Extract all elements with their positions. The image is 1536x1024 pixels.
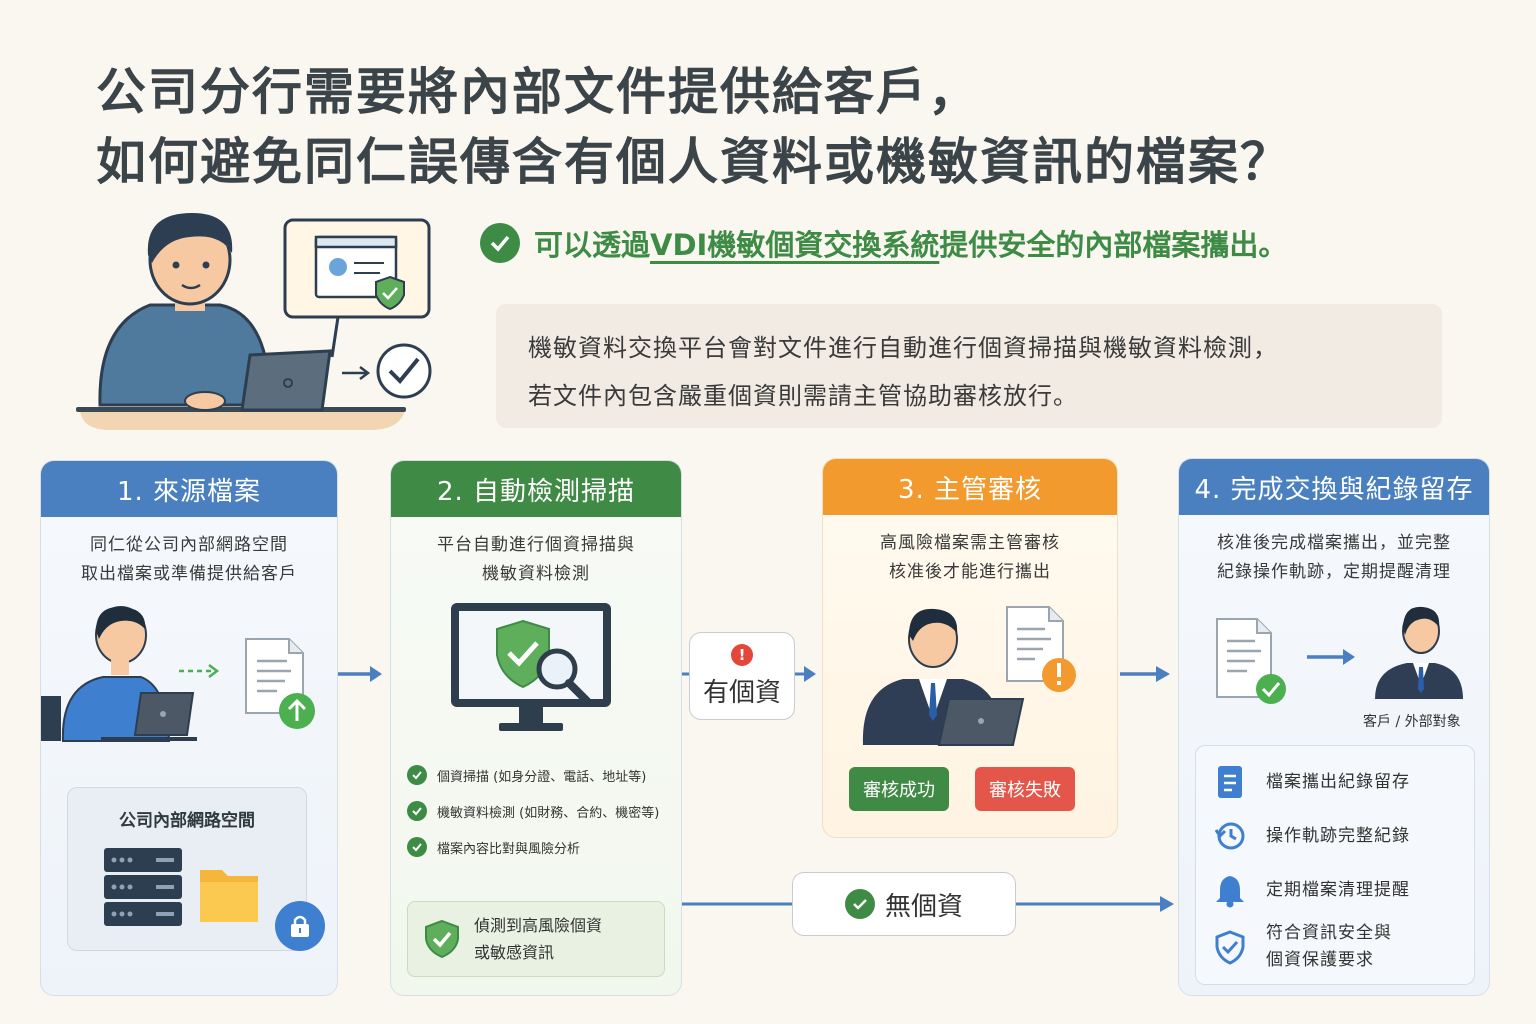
person-laptop-illustration: [76, 213, 432, 430]
record-label-line-2: 個資保護要求: [1266, 950, 1374, 970]
file-to-client-illustration: [1216, 606, 1463, 704]
step-3-desc-line-2: 核准後才能進行攜出: [889, 562, 1051, 582]
page-title-line-1: 公司分行需要將內部文件提供給客戶，: [96, 63, 980, 121]
server-folder-lock-icon: [104, 848, 258, 926]
has-pii-text: 有個資: [702, 677, 781, 708]
step-card-auto-scan: 2. 自動檢測掃描 平台自動進行個資掃描與 機敏資料檢測 個資掃描 (如身分證、…: [390, 460, 682, 996]
approve-fail-button[interactable]: 審核失敗: [975, 767, 1075, 811]
internal-network-box: 公司內部網路空間: [67, 787, 307, 951]
answer-suffix: 提供安全的內部檔案攜出。: [939, 228, 1288, 262]
approve-success-button[interactable]: 審核成功: [849, 767, 949, 811]
history-icon: [1214, 822, 1245, 850]
check-item-label: 機敏資料檢測 (如財務、合約、機密等): [437, 805, 660, 821]
step-1-description: 同仁從公司內部網路空間 取出檔案或準備提供給客戶: [41, 531, 337, 589]
answer-system-name: VDI機敏個資交換系統: [650, 228, 940, 262]
record-label: 檔案攜出紀錄留存: [1266, 771, 1410, 792]
manager-review-illustration: [862, 606, 1076, 746]
scan-check-list: 個資掃描 (如身分證、電話、地址等) 機敏資料檢測 (如財務、合約、機密等) 檔…: [407, 757, 659, 865]
has-pii-branch-label: ! 有個資: [689, 632, 795, 720]
check-item-label: 檔案內容比對與風險分析: [437, 841, 581, 857]
record-item: 符合資訊安全與 個資保護要求: [1214, 920, 1392, 974]
employee-upload-illustration: [41, 606, 315, 742]
step-4-title: 4. 完成交換與紀錄留存: [1179, 459, 1489, 515]
connector-line: [682, 666, 816, 682]
step-3-description: 高風險檔案需主管審核 核准後才能進行攜出: [823, 529, 1117, 587]
shield-check-icon: [1215, 930, 1245, 965]
step-4-desc-line-1: 核准後完成檔案攜出，並完整: [1217, 533, 1451, 553]
record-item: 檔案攜出紀錄留存: [1214, 764, 1410, 800]
step-2-description: 平台自動進行個資掃描與 機敏資料檢測: [391, 531, 681, 589]
step-2-desc-line-1: 平台自動進行個資掃描與: [437, 535, 635, 555]
step-card-source: 1. 來源檔案 同仁從公司內部網路空間 取出檔案或準備提供給客戶 公司內部網路空…: [40, 460, 338, 996]
check-circle-icon: [407, 765, 427, 785]
arrow-right-icon: [338, 666, 382, 682]
record-item: 定期檔案清理提醒: [1214, 872, 1410, 908]
risk-line-1: 偵測到高風險個資: [474, 916, 603, 935]
step-3-desc-line-1: 高風險檔案需主管審核: [880, 533, 1060, 553]
check-circle-icon: [407, 837, 427, 857]
step-3-title: 3. 主管審核: [823, 459, 1117, 515]
step-2-title: 2. 自動檢測掃描: [391, 461, 681, 517]
record-label: 定期檔案清理提醒: [1266, 879, 1410, 900]
check-item: 檔案內容比對與風險分析: [407, 829, 659, 865]
high-risk-detected-box: 偵測到高風險個資 或敏感資訊: [407, 901, 665, 977]
step-1-desc-line-1: 同仁從公司內部網路空間: [90, 535, 288, 555]
arrow-right-icon: [1120, 666, 1170, 682]
description-box: 機敏資料交換平台會對文件進行自動進行個資掃描與機敏資料檢測， 若文件內包含嚴重個…: [496, 304, 1442, 428]
document-icon: [1218, 766, 1242, 798]
recipient-label: 客戶 / 外部對象: [1363, 714, 1461, 730]
page-title-line-2: 如何避免同仁誤傳含有個人資料或機敏資訊的檔案？: [96, 133, 1292, 191]
check-item: 個資掃描 (如身分證、電話、地址等): [407, 757, 659, 793]
step-2-desc-line-2: 機敏資料檢測: [482, 564, 590, 584]
record-label: 操作軌跡完整紀錄: [1266, 825, 1410, 846]
connector-line: [682, 896, 1174, 912]
check-circle-icon: [844, 889, 875, 919]
check-circle-icon: [407, 801, 427, 821]
record-list-box: 檔案攜出紀錄留存 操作軌跡完整紀錄 定期檔案清理提醒 符合資訊安全與 個資保護要…: [1195, 745, 1475, 985]
check-item-label: 個資掃描 (如身分證、電話、地址等): [437, 769, 647, 785]
no-pii-text: 無個資: [884, 891, 963, 922]
internal-network-label: 公司內部網路空間: [119, 811, 255, 831]
check-circle-icon: [480, 223, 520, 263]
step-card-complete-exchange: 4. 完成交換與紀錄留存 核准後完成檔案攜出，並完整 紀錄操作軌跡，定期提醒清理…: [1178, 458, 1490, 996]
step-1-desc-line-2: 取出檔案或準備提供給客戶: [81, 564, 297, 584]
monitor-shield-scan-icon: [451, 603, 611, 731]
step-card-manager-review: 3. 主管審核 高風險檔案需主管審核 核准後才能進行攜出 審核成功 審核失敗: [822, 458, 1118, 838]
warning-icon: !: [731, 643, 753, 666]
description-line-2: 若文件內包含嚴重個資則需請主管協助審核放行。: [528, 382, 1078, 410]
record-item: 操作軌跡完整紀錄: [1214, 818, 1410, 854]
step-4-description: 核准後完成檔案攜出，並完整 紀錄操作軌跡，定期提醒清理: [1179, 529, 1489, 587]
shield-check-icon: [425, 919, 459, 959]
description-line-1: 機敏資料交換平台會對文件進行自動進行個資掃描與機敏資料檢測，: [528, 334, 1278, 362]
bell-icon: [1216, 876, 1244, 908]
answer-statement: 可以透過VDI機敏個資交換系統提供安全的內部檔案攜出。: [480, 222, 1287, 264]
answer-prefix: 可以透過: [534, 228, 651, 262]
lock-icon: [275, 901, 325, 951]
risk-line-2: 或敏感資訊: [474, 943, 555, 962]
step-1-title: 1. 來源檔案: [41, 461, 337, 517]
step-4-desc-line-2: 紀錄操作軌跡，定期提醒清理: [1217, 562, 1451, 582]
record-label-line-1: 符合資訊安全與: [1266, 923, 1392, 943]
check-item: 機敏資料檢測 (如財務、合約、機密等): [407, 793, 659, 829]
no-pii-branch-label: 無個資: [792, 872, 1016, 936]
